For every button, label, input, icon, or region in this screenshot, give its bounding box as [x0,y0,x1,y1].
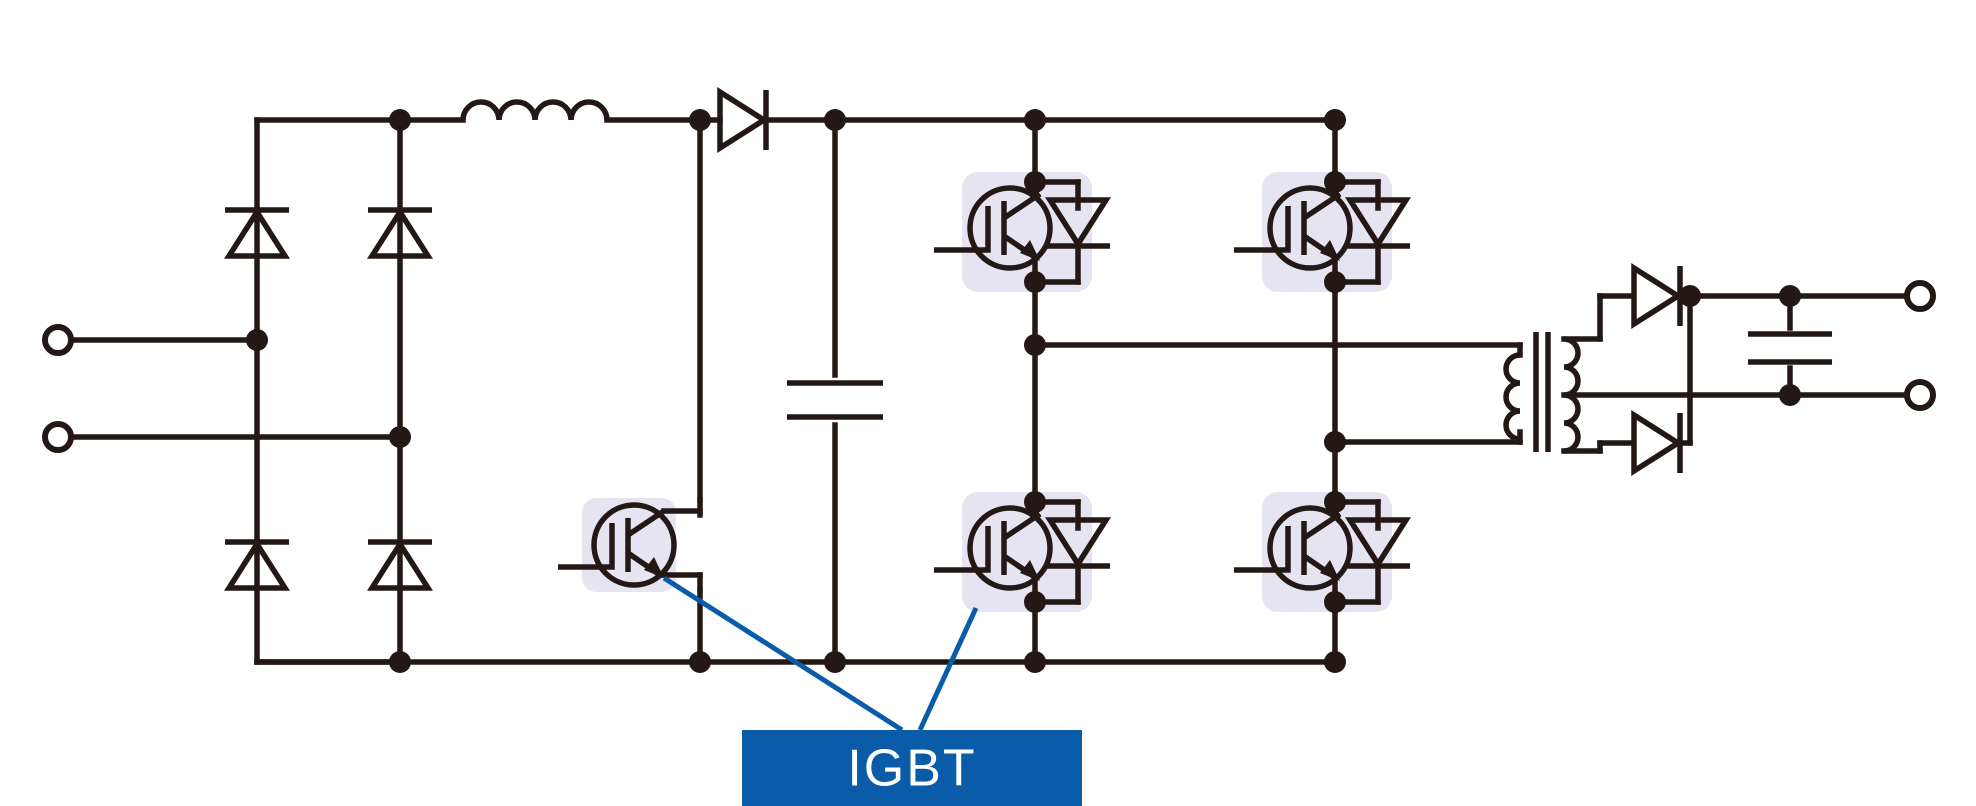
junction-input-line [246,329,268,351]
boost-switch-igbt[interactable] [558,497,703,593]
junction-inverter-right-tap [1324,431,1346,453]
igbt-callout-label: IGBT [847,740,976,798]
ac-input-line-terminal[interactable] [42,324,74,356]
pfc-boost-section [397,90,883,673]
junction-output-cap-top [1779,285,1801,307]
igbt-callout-box[interactable] [742,730,1082,806]
transformer [1503,293,1693,454]
output-diode-upper [1634,266,1680,326]
junction-inverter-right-top [1324,109,1346,131]
junction-inverter-left-top [1024,109,1046,131]
output-rectifier-section [1597,266,1936,473]
inverter-igbt-high-left[interactable] [934,171,1110,293]
junction-input-neutral [389,426,411,448]
inverter-igbt-low-left[interactable] [934,491,1110,613]
dc-bus-section [254,117,1338,665]
transformer-primary-winding [1503,352,1521,442]
boost-inductor [460,99,610,121]
bridge-rectifier-section [225,109,432,673]
output-capacitor [1748,331,1832,365]
junction-boost-node [689,109,711,131]
igbt-callout-leader-right [917,606,979,732]
dc-link-capacitor [787,380,883,420]
junction-inverter-right-bottom [1324,651,1346,673]
junction-inverter-left-tap [1024,334,1046,356]
igbt-callout[interactable]: IGBT [662,575,1082,806]
dc-output-negative-terminal[interactable] [1904,379,1936,411]
dc-output-positive-terminal[interactable] [1904,280,1936,312]
inverter-igbt-low-right[interactable] [1234,491,1410,613]
junction-output-cap-bottom [1779,384,1801,406]
output-diode-lower [1634,413,1680,473]
inverter-igbt-high-right[interactable] [1234,171,1410,293]
ac-input-neutral-terminal[interactable] [42,421,74,453]
igbt-callout-leader-left [662,575,904,733]
junction-inverter-left-bottom [1024,651,1046,673]
ac-input-section [42,324,403,453]
boost-diode [720,90,766,150]
